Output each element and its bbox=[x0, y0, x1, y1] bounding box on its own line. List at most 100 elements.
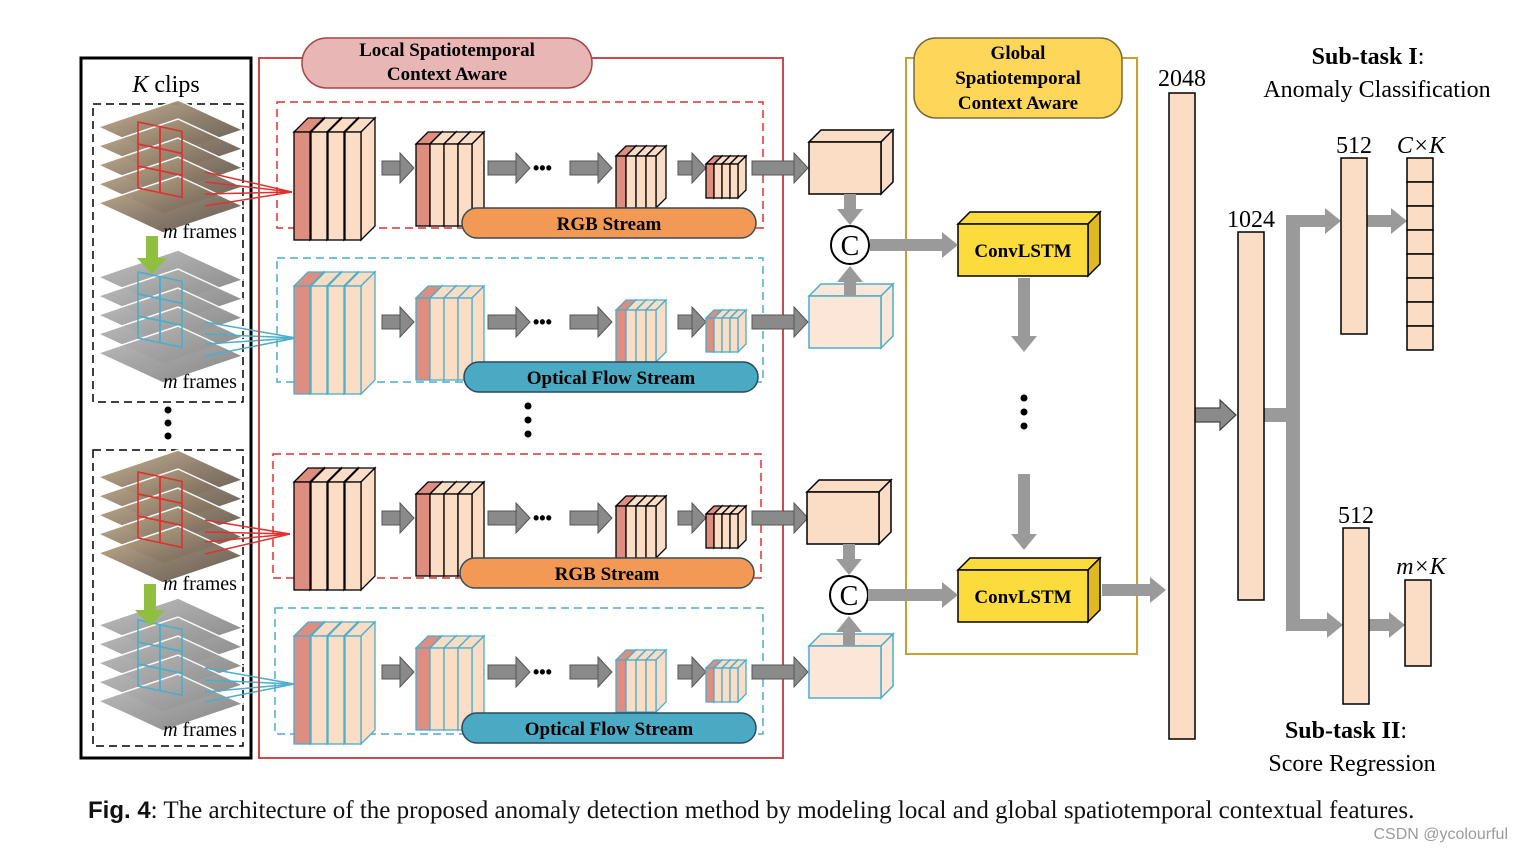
flow-bottom-arrow-5 bbox=[751, 655, 809, 689]
arrow-head bbox=[793, 305, 809, 339]
arrow-head bbox=[399, 151, 415, 185]
flow-to-concat-top bbox=[837, 266, 863, 296]
convlstm-side bbox=[1087, 210, 1101, 278]
frames-word: frames bbox=[183, 221, 238, 243]
m-var: m bbox=[163, 719, 177, 741]
layer-front bbox=[615, 309, 627, 363]
clip-group-top bbox=[92, 103, 244, 403]
layer-front bbox=[705, 163, 715, 199]
clip-group-bottom bbox=[92, 449, 244, 747]
arrow-head bbox=[597, 305, 613, 339]
layer-front bbox=[635, 505, 647, 559]
fan-line bbox=[204, 679, 295, 685]
arrow-head bbox=[1150, 577, 1166, 603]
convlstm-label: ConvLSTM bbox=[974, 587, 1071, 608]
arrow-head bbox=[793, 151, 809, 185]
grid-cell bbox=[159, 667, 183, 697]
flow-bottom-arrow-2 bbox=[487, 655, 531, 689]
layer-front bbox=[344, 285, 362, 395]
figure-number: Fig. 4 bbox=[88, 797, 151, 824]
ck-output-cell bbox=[1406, 253, 1434, 279]
layer-front bbox=[415, 493, 431, 577]
arrow-shape bbox=[1194, 398, 1237, 432]
layer-front bbox=[293, 481, 311, 591]
layer-front bbox=[729, 667, 739, 703]
arrow-head bbox=[597, 501, 613, 535]
rgb-top-arrow-1 bbox=[381, 151, 415, 185]
fan-line bbox=[204, 531, 291, 535]
rgb-bottom-arrow-3 bbox=[569, 501, 613, 535]
grid-cell bbox=[159, 319, 183, 349]
layer-front bbox=[705, 667, 715, 703]
convlstm-side bbox=[1087, 556, 1101, 624]
layer-front bbox=[615, 659, 627, 713]
rgb-top-arrow-3 bbox=[569, 151, 613, 185]
arrow-head bbox=[836, 559, 862, 575]
arrow-head bbox=[793, 501, 809, 535]
ck-output-cell bbox=[1406, 205, 1434, 231]
layer-front bbox=[327, 481, 345, 591]
flow-bottom-arrow-4 bbox=[677, 655, 707, 689]
layer-front bbox=[721, 513, 731, 549]
arrow-shaft bbox=[569, 160, 601, 176]
green-arrow-shaft bbox=[146, 236, 158, 260]
fan-line bbox=[204, 333, 297, 339]
frames-word: frames bbox=[183, 573, 238, 595]
arrow-shaft bbox=[843, 544, 855, 561]
arrow-shaft bbox=[381, 510, 403, 526]
layer-front bbox=[327, 285, 345, 395]
fan-line bbox=[204, 337, 297, 345]
convlstm-top: ConvLSTM bbox=[956, 210, 1102, 278]
frame bbox=[95, 673, 246, 732]
layer-front bbox=[645, 309, 657, 363]
vertical-ellipsis-center bbox=[524, 402, 532, 438]
frame bbox=[95, 175, 246, 234]
layer-side bbox=[655, 648, 667, 714]
layer-side bbox=[655, 298, 667, 364]
convlstm-top bbox=[956, 557, 1102, 571]
flow-stream-label-bottom: Optical Flow Stream bbox=[525, 719, 694, 740]
arrow-shaft bbox=[843, 630, 855, 646]
rgb-bottom-arrow-4 bbox=[677, 501, 707, 535]
convlstm-front bbox=[957, 223, 1089, 277]
layer-front bbox=[615, 155, 627, 209]
layer-side bbox=[655, 144, 667, 210]
arrow-head bbox=[691, 501, 707, 535]
arrow-shaft bbox=[1286, 215, 1327, 227]
rgb-top-ellipsis: ••• bbox=[533, 158, 552, 178]
fan-lines-rgb-bottom bbox=[204, 519, 291, 555]
green-arrow-head bbox=[137, 258, 167, 274]
layer-front bbox=[344, 635, 362, 745]
rgb-top-conv-block-2 bbox=[414, 130, 486, 228]
layer-front bbox=[429, 297, 445, 381]
vertical-ellipsis-global bbox=[1020, 394, 1028, 430]
layer-front bbox=[415, 143, 431, 227]
layer-side bbox=[737, 658, 747, 704]
flow-bottom-conv-block-1 bbox=[292, 620, 377, 746]
arrow-shaft bbox=[569, 510, 601, 526]
layer-side bbox=[737, 154, 747, 200]
flow-frame-stack-top bbox=[95, 249, 246, 384]
layer-front bbox=[293, 131, 311, 241]
arrow-shaft bbox=[487, 510, 519, 526]
arrow-head bbox=[515, 655, 531, 689]
flow-top-conv-block-3 bbox=[614, 298, 668, 364]
arrow-head bbox=[515, 305, 531, 339]
layer-front bbox=[705, 513, 715, 549]
m-var: m bbox=[163, 221, 177, 243]
layer-front bbox=[443, 493, 459, 577]
vertical-ellipsis-left bbox=[164, 406, 172, 440]
convlstm-top bbox=[956, 211, 1102, 225]
flow-top-arrow-4 bbox=[677, 305, 707, 339]
fc512-to-mk bbox=[1369, 612, 1405, 638]
arrow-head bbox=[942, 582, 958, 608]
rgb-top-arrow-4 bbox=[677, 151, 707, 185]
layer-front bbox=[625, 309, 637, 363]
layer-front bbox=[293, 635, 311, 745]
fc512-to-ck bbox=[1367, 208, 1407, 234]
arrow-shaft bbox=[569, 314, 601, 330]
subtask1-desc: Anomaly Classification bbox=[1263, 77, 1490, 103]
layer-front bbox=[729, 317, 739, 353]
